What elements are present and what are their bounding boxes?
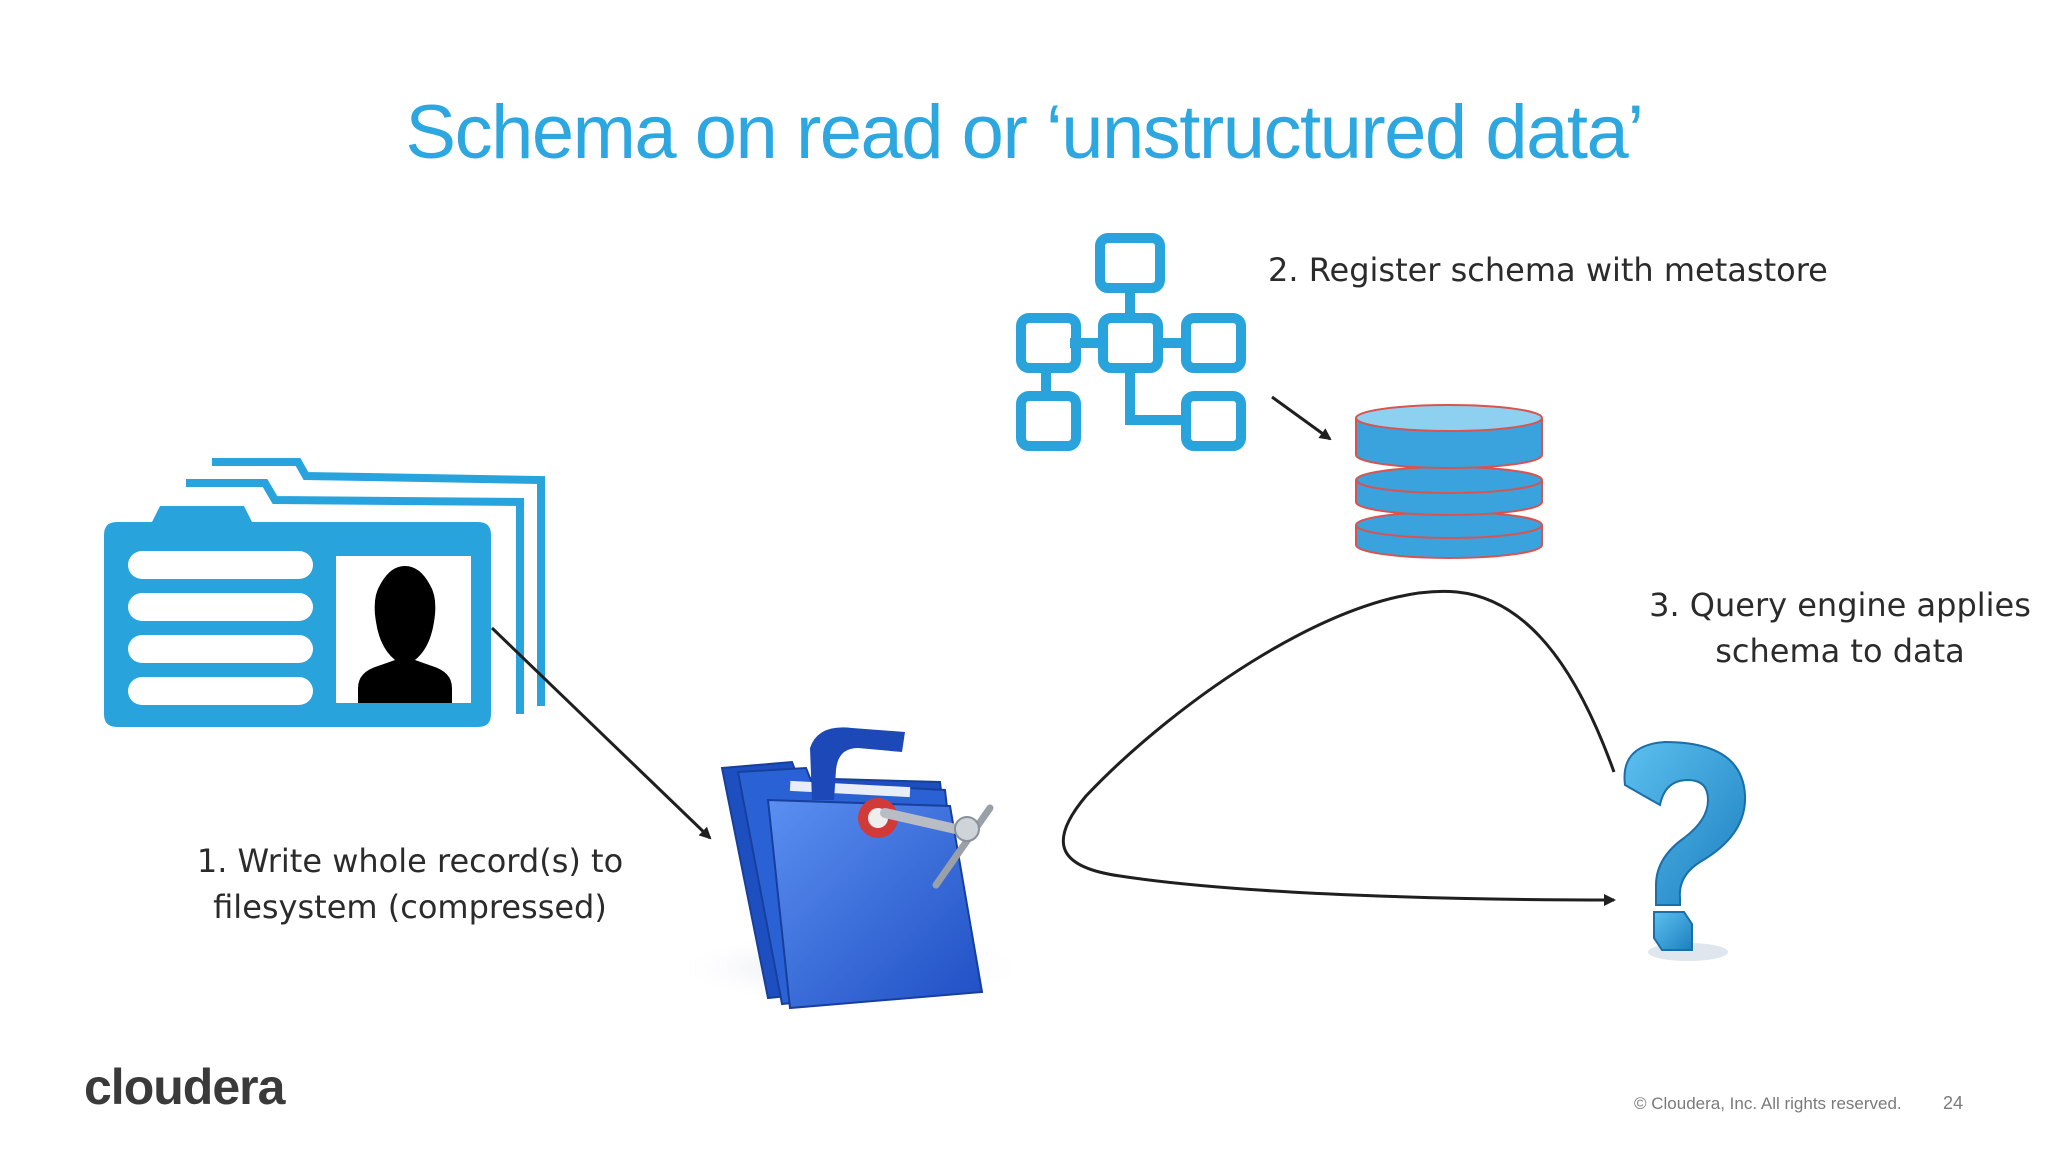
step-2-line-1: 2. Register schema with metastore [1268, 251, 1828, 289]
database-icon [1355, 404, 1543, 559]
step-2-label: 2. Register schema with metastore [1268, 247, 1828, 293]
step-1-label: 1. Write whole record(s) to filesystem (… [150, 838, 670, 930]
schema-hierarchy-icon [1016, 233, 1246, 451]
compressed-folder-icon [670, 727, 1030, 1010]
step-1-line-2: filesystem (compressed) [213, 888, 607, 926]
step-1-line-1: 1. Write whole record(s) to [196, 842, 624, 880]
arrow-schema-to-metastore [1271, 395, 1332, 441]
arrow-query-loop [1061, 589, 1616, 906]
copyright-text: © Cloudera, Inc. All rights reserved. [1634, 1094, 1902, 1113]
step-3-label: 3. Query engine applies schema to data [1640, 582, 2040, 674]
arrow-records-to-folder [490, 626, 712, 840]
record-folder-icon [104, 458, 545, 727]
cloudera-logo: cloudera [84, 1059, 285, 1115]
step-3-line-2: schema to data [1715, 632, 1965, 670]
page-number: 24 [1943, 1093, 1964, 1113]
step-3-line-1: 3. Query engine applies [1649, 586, 2031, 624]
question-mark-icon [1623, 740, 1747, 961]
slide-title: Schema on read or ‘unstructured data’ [405, 90, 1644, 175]
